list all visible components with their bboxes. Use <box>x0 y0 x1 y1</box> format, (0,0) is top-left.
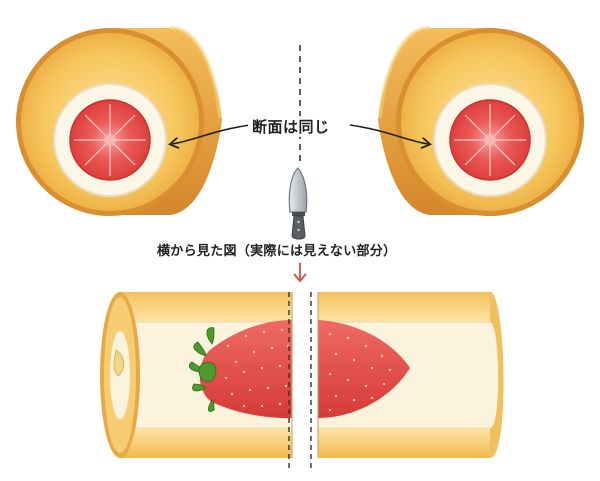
strawberry-leaves <box>188 327 217 412</box>
side-view-left-piece <box>100 292 293 458</box>
right-roll-cake-cross-section <box>378 26 584 216</box>
roll-cake-side-view <box>100 292 504 470</box>
knife-icon <box>288 167 308 240</box>
left-roll-cake-cross-section <box>16 26 222 216</box>
same-cross-section-label: 断面は同じ <box>248 116 334 137</box>
red-down-arrow <box>293 263 307 283</box>
side-view-right-piece <box>317 292 504 458</box>
side-view-caption: 横から見た図（実際には見えない部分） <box>157 244 397 259</box>
arrow-to-left <box>172 124 251 144</box>
arrow-to-right <box>349 124 428 144</box>
